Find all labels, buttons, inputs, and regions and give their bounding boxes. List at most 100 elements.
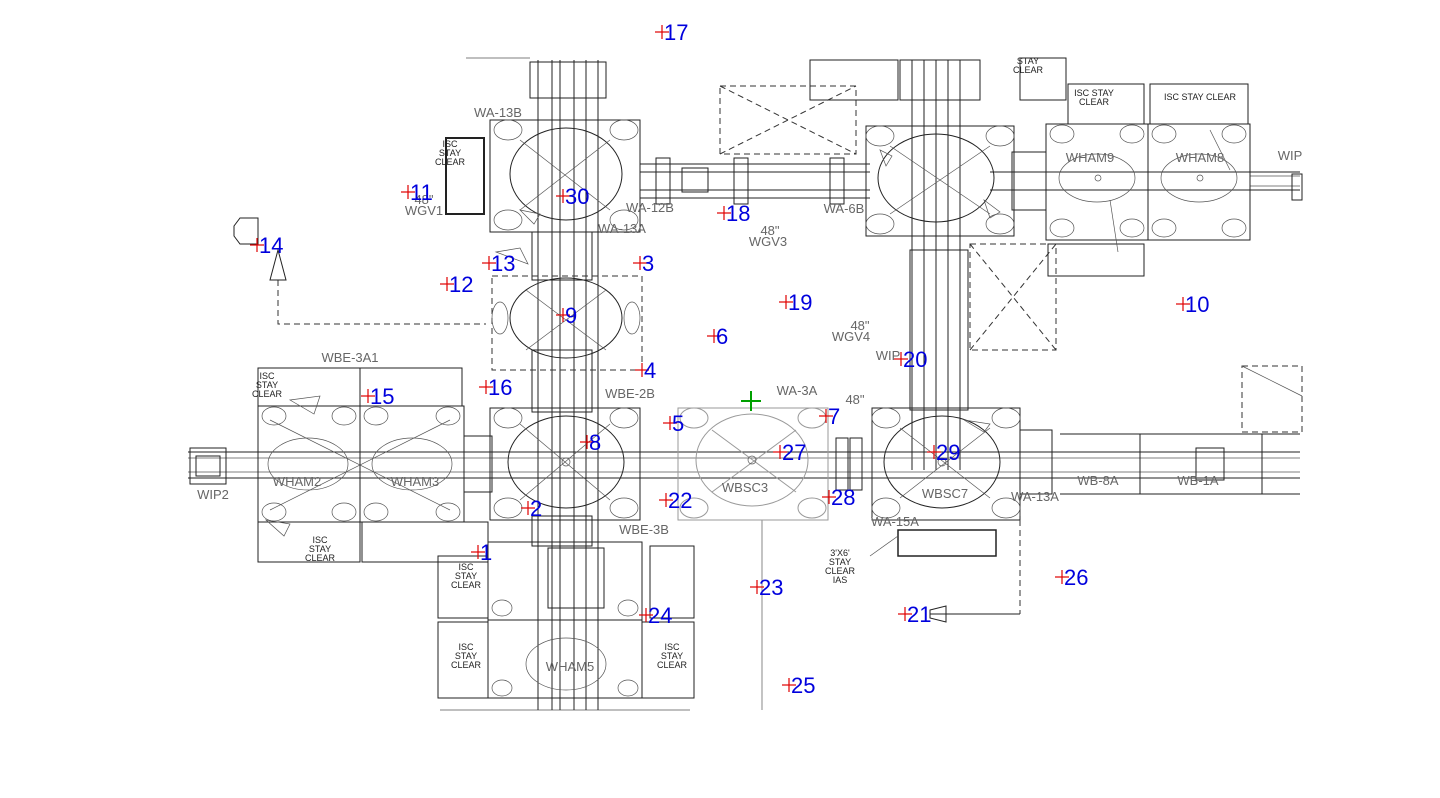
- plan-label-wip2: WIP2: [197, 487, 229, 502]
- marker-label-22: 22: [668, 488, 692, 513]
- marker-3: 3: [633, 251, 654, 276]
- marker-label-9: 9: [565, 303, 577, 328]
- marker-label-13: 13: [491, 251, 515, 276]
- marker-29: 29: [927, 440, 960, 465]
- marker-label-3: 3: [642, 251, 654, 276]
- plan-label-wham8: WHAM8: [1176, 150, 1224, 165]
- marker-label-11: 11: [410, 180, 433, 205]
- marker-7: 7: [819, 404, 840, 429]
- plan-label-wgv4-48: 48": [850, 318, 869, 333]
- marker-label-2: 2: [530, 496, 542, 521]
- plan-label-wham9: WHAM9: [1066, 150, 1114, 165]
- marker-label-15: 15: [370, 384, 394, 409]
- marker-17: 17: [655, 20, 688, 45]
- marker-4: 4: [635, 358, 656, 383]
- marker-label-30: 30: [565, 184, 589, 209]
- plan-label-wa-15a: WA-15A: [871, 514, 919, 529]
- plan-label-wip-right: WIP: [1278, 148, 1303, 163]
- marker-18: 18: [717, 201, 750, 226]
- plan-label-wb-1a: WB-1A: [1177, 473, 1219, 488]
- plan-label-wip-mid: WIP: [876, 348, 901, 363]
- plan-label-wgv4: WGV4: [832, 329, 870, 344]
- marker-label-27: 27: [782, 440, 806, 465]
- marker-15: 15: [361, 384, 394, 409]
- plan-label-wa-12b: WA-12B: [626, 200, 674, 215]
- plan-label-wgv-48: 48": [845, 392, 864, 407]
- plan-labels: WA-13BWA-12BWA-13AWGV148"WGV348"WA-6BWHA…: [197, 105, 1302, 674]
- stay-clear-sc-d: ISC STAY CLEAR: [1164, 92, 1237, 102]
- marker-label-8: 8: [589, 430, 601, 455]
- marker-12: 12: [440, 272, 473, 297]
- marker-label-10: 10: [1185, 292, 1209, 317]
- vertical-trunk-right: [899, 59, 981, 470]
- plan-label-wgv3-48: 48": [760, 223, 779, 238]
- marker-5: 5: [663, 411, 684, 436]
- marker-label-17: 17: [664, 20, 688, 45]
- dashed-areas: [233, 85, 1303, 623]
- marker-label-4: 4: [644, 358, 656, 383]
- marker-13: 13: [482, 251, 515, 276]
- marker-label-14: 14: [259, 233, 283, 258]
- vertical-trunk-left: [529, 60, 607, 710]
- marker-label-5: 5: [672, 411, 684, 436]
- plan-label-wbe-3a1: WBE-3A1: [321, 350, 378, 365]
- marker-23: 23: [750, 575, 783, 600]
- marker-28: 28: [822, 485, 855, 510]
- marker-label-29: 29: [936, 440, 960, 465]
- marker-label-19: 19: [788, 290, 812, 315]
- plan-label-wb-8a: WB-8A: [1077, 473, 1119, 488]
- marker-6: 6: [707, 324, 728, 349]
- marker-26: 26: [1055, 565, 1088, 590]
- plan-label-wa-13a: WA-13A: [1011, 489, 1059, 504]
- top-pipe: [640, 151, 1303, 211]
- plan-label-wbe-3b: WBE-3B: [619, 522, 669, 537]
- marker-1: 1: [471, 540, 492, 565]
- marker-label-25: 25: [791, 673, 815, 698]
- marker-25: 25: [782, 673, 815, 698]
- marker-22: 22: [659, 488, 692, 513]
- marker-27: 27: [773, 440, 806, 465]
- plan-label-wbsc7: WBSC7: [922, 486, 968, 501]
- marker-label-26: 26: [1064, 565, 1088, 590]
- marker-20: 20: [894, 347, 927, 372]
- marker-label-24: 24: [648, 603, 672, 628]
- marker-9: 9: [556, 303, 577, 328]
- marker-14: 14: [250, 233, 283, 258]
- marker-16: 16: [479, 375, 512, 400]
- marker-10: 10: [1176, 292, 1209, 317]
- reference-marker: [741, 391, 761, 411]
- plan-label-wgv3: WGV3: [749, 234, 787, 249]
- marker-label-18: 18: [726, 201, 750, 226]
- plan-label-wgv1-48: 48": [414, 192, 433, 207]
- marker-label-7: 7: [828, 404, 840, 429]
- marker-label-6: 6: [716, 324, 728, 349]
- marker-19: 19: [779, 290, 812, 315]
- marker-label-28: 28: [831, 485, 855, 510]
- plan-label-wa-3a: WA-3A: [777, 383, 818, 398]
- marker-label-1: 1: [480, 540, 492, 565]
- marker-30: 30: [556, 184, 589, 209]
- plan-label-wham5: WHAM5: [546, 659, 594, 674]
- plan-label-wgv1: WGV1: [405, 203, 443, 218]
- plan-label-wbsc3: WBSC3: [722, 480, 768, 495]
- plan-label-wbe-2b: WBE-2B: [605, 386, 655, 401]
- stay-clear-boxes: [257, 57, 1249, 699]
- marker-label-16: 16: [488, 375, 512, 400]
- plan-label-wa-6b: WA-6B: [824, 201, 865, 216]
- marker-label-20: 20: [903, 347, 927, 372]
- plan-label-wa-13b: WA-13B: [474, 105, 522, 120]
- plan-label-wham2: WHAM2: [273, 474, 321, 489]
- marker-24: 24: [639, 603, 672, 628]
- marker-11: 11: [401, 180, 433, 205]
